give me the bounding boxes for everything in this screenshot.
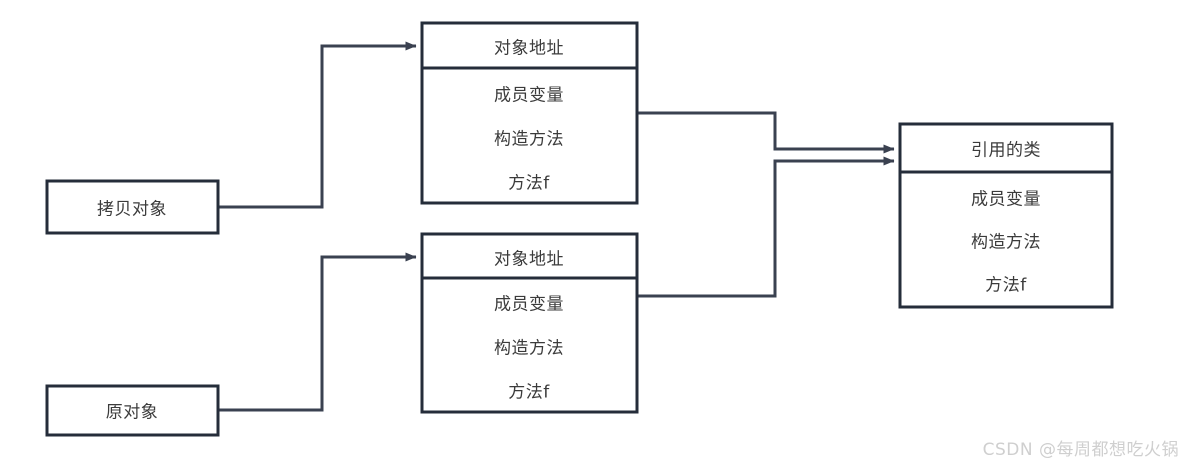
label-original-instance-header: 对象地址 xyxy=(494,249,564,270)
label-copy-instance-row-1: 构造方法 xyxy=(494,129,564,150)
label-original-instance-row-2: 方法f xyxy=(508,382,550,403)
label-copy-instance-row-0: 成员变量 xyxy=(494,85,564,106)
label-copy-instance-header: 对象地址 xyxy=(494,38,564,59)
box-referenced-class[interactable] xyxy=(898,122,1114,309)
label-copy-object: 拷贝对象 xyxy=(97,199,167,220)
label-copy-instance-row-2: 方法f xyxy=(508,173,550,194)
label-referenced-class-header: 引用的类 xyxy=(971,140,1041,161)
box-copy-instance[interactable] xyxy=(420,21,639,205)
connector-original-object-to-original-instance xyxy=(218,252,417,412)
label-original-instance-row-0: 成员变量 xyxy=(494,294,564,315)
box-copy-object[interactable] xyxy=(45,179,220,235)
connector-copy-object-to-copy-instance xyxy=(218,41,417,209)
label-referenced-class-row-0: 成员变量 xyxy=(971,189,1041,210)
connector-original-instance-to-referenced-class xyxy=(637,156,895,298)
label-referenced-class-row-1: 构造方法 xyxy=(971,232,1041,253)
label-referenced-class-row-2: 方法f xyxy=(985,275,1027,296)
label-original-instance-row-1: 构造方法 xyxy=(494,338,564,359)
box-original-instance[interactable] xyxy=(420,232,639,414)
connector-copy-instance-to-referenced-class xyxy=(637,111,895,154)
watermark: CSDN @每周都想吃火锅 xyxy=(982,440,1179,460)
box-original-object[interactable] xyxy=(45,384,220,437)
label-original-object: 原对象 xyxy=(105,402,159,423)
